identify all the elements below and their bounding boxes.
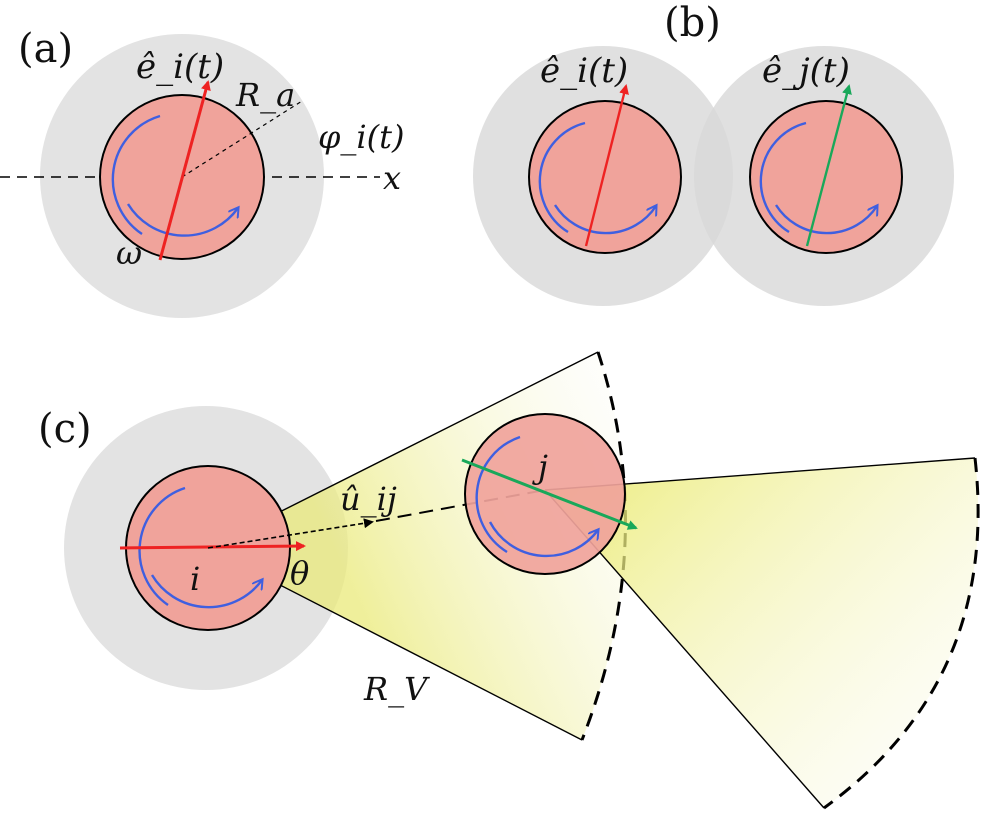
angle-label-a: φ_i(t) [318,118,404,156]
rotation-arc-upper-a [111,114,161,235]
panel-a-label: (a) [18,26,73,72]
heading-label-bi: ê_i(t) [540,51,628,91]
particle-i-label: i [190,560,200,598]
rotation-arc-upper-bj [759,121,807,234]
radius-label-a: R_a [235,76,295,114]
vision-radius-label: R_V [363,670,430,708]
unit-vector-arrow [207,518,374,549]
panel-c-label: (c) [38,406,92,452]
half-angle-label: θ [290,554,309,592]
heading-arrow-bj [805,84,852,247]
rotation-arrow-ci [150,574,262,609]
rotation-arrow-a [126,203,238,237]
heading-arrow-cj [461,458,638,530]
panel-c: (c) i j û_ij θ R_V [38,351,980,810]
rotation-arc-upper-ci [138,486,186,606]
rotation-arrow-cj [488,521,598,558]
spin-label-a: ω [116,234,142,272]
rotation-arc-upper-bi [538,121,586,234]
x-axis-label: x [383,159,401,197]
heading-label-bj: ê_j(t) [762,51,850,91]
panel-a: (a) ê_i(t) R_a φ_i(t) x ω [0,26,404,318]
panel-b: (b) ê_i(t) ê_j(t) [473,0,954,306]
rotation-arrow-bj [774,205,877,235]
heading-label-a: ê_i(t) [136,47,224,87]
rotation-arc-upper-cj [475,435,521,554]
vision-cone-j-arc [823,457,980,810]
rotation-arrow-bi [553,205,656,235]
vision-cone-j [545,458,979,808]
heading-arrow-bi [584,84,629,247]
heading-arrow-a [158,80,211,261]
particle-bi [528,100,682,254]
unit-vector-label: û_ij [340,480,397,518]
panel-b-label: (b) [664,0,721,46]
